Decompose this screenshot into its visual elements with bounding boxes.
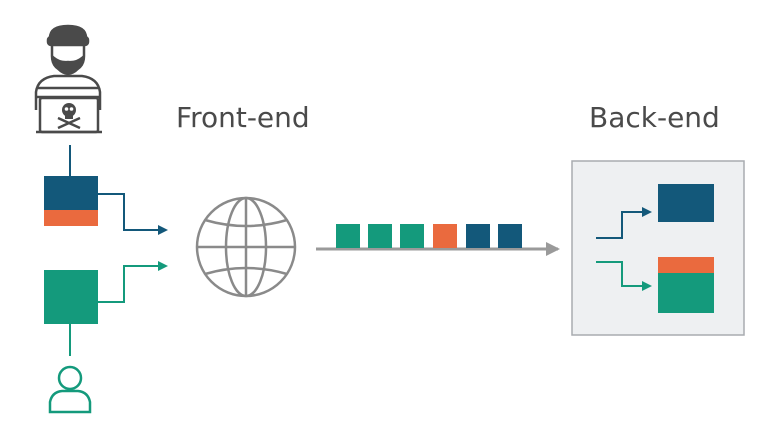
globe-icon — [195, 196, 297, 298]
front-end-label: Front-end — [176, 101, 310, 134]
packet-malicious-payload — [433, 224, 457, 248]
request-stream — [336, 224, 522, 248]
packet-malicious — [466, 224, 490, 248]
packet-legitimate — [368, 224, 392, 248]
backend-payload — [658, 257, 714, 273]
backend-malicious-arrow — [596, 207, 652, 239]
backend-malicious-block — [658, 184, 714, 222]
backend-legitimate-block — [658, 273, 714, 313]
legitimate-request-arrow — [98, 261, 168, 303]
legitimate-request-block — [44, 270, 98, 324]
hacker-icon — [34, 24, 102, 134]
backend-legitimate-arrow — [596, 261, 652, 291]
packet-malicious — [498, 224, 522, 248]
malicious-payload — [44, 210, 98, 226]
packet-legitimate — [400, 224, 424, 248]
back-end-label: Back-end — [589, 101, 720, 134]
malicious-request-block — [44, 176, 98, 210]
malicious-request-arrow — [98, 193, 168, 235]
packet-legitimate — [336, 224, 360, 248]
user-icon — [48, 365, 92, 414]
